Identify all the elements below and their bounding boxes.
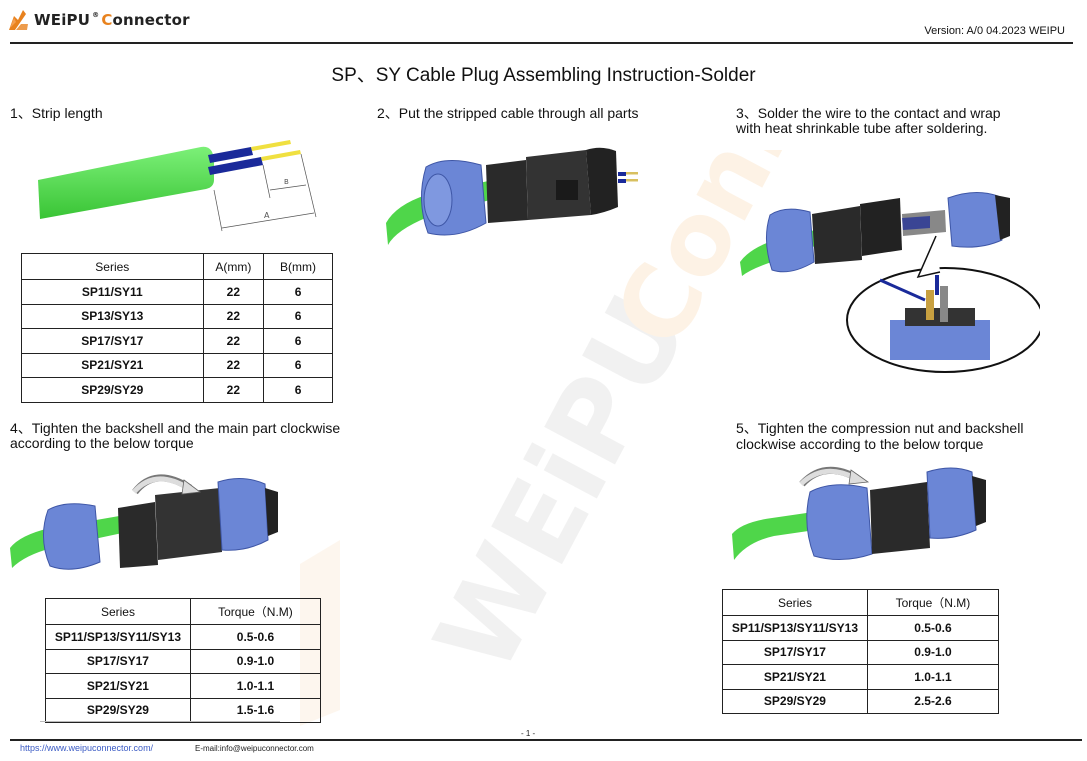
cell-a: 22 (202, 303, 265, 329)
header-series: Series (722, 589, 868, 616)
footer-divider (10, 739, 1082, 741)
email-text: E-mail:info@weipuconnector.com (195, 744, 314, 753)
website-link[interactable]: https://www.weipuconnector.com/ (20, 743, 154, 753)
header-divider (10, 42, 1073, 44)
header-series: Series (45, 598, 191, 625)
cell-torque: 0.9-1.0 (189, 648, 322, 674)
watermark-brand: WEiPU (410, 275, 713, 692)
cell-torque: 2.5-2.6 (866, 688, 1000, 714)
step-4-title-line1: 4、Tighten the backshell and the main par… (10, 420, 341, 436)
cell-b: 6 (263, 377, 333, 403)
page-title: SP、SY Cable Plug Assembling Instruction-… (331, 65, 756, 86)
step-5-title-line1: 5、Tighten the compression nut and backsh… (736, 420, 1024, 436)
logo-product-initial: C (101, 11, 113, 29)
cell-series: SP11/SP13/SY11/SY13 (45, 624, 191, 650)
step-3-title-line2: with heat shrinkable tube after solderin… (736, 120, 988, 136)
cable-through-parts-illustration (386, 147, 638, 245)
cell-series: SP29/SY29 (21, 377, 204, 403)
cell-series: SP21/SY21 (21, 352, 204, 378)
cell-series: SP11/SP13/SY11/SY13 (722, 615, 868, 641)
cell-torque: 1.0-1.1 (866, 664, 1000, 690)
cell-a: 22 (202, 377, 265, 403)
cell-torque: 0.5-0.6 (866, 615, 1000, 641)
table-header-row: Series Torque（N.M) (45, 598, 322, 625)
cell-series: SP13/SY13 (21, 303, 204, 329)
cell-series: SP11/SY11 (21, 279, 204, 305)
logo-registered: ® (92, 11, 100, 19)
header-torque: Torque（N.M) (866, 589, 1000, 616)
dimension-a-label: A (264, 211, 270, 220)
tighten-backshell-illustration (10, 474, 278, 570)
header-b: B(mm) (263, 253, 333, 280)
header-torque: Torque（N.M) (189, 598, 322, 625)
cell-torque: 0.9-1.0 (866, 639, 1000, 665)
cell-a: 22 (202, 279, 265, 305)
stripped-cable-illustration: B A (38, 140, 317, 232)
solder-contact-illustration (740, 192, 1040, 373)
cell-torque: 1.5-1.6 (189, 697, 322, 723)
weipu-logo-icon (9, 10, 28, 30)
header-a: A(mm) (202, 253, 265, 280)
step-2-title: 2、Put the stripped cable through all par… (377, 105, 639, 121)
footer-gray-rule (40, 721, 280, 722)
cell-series: SP17/SY17 (722, 639, 868, 665)
step-4-title-line2: according to the below torque (10, 435, 194, 451)
cell-series: SP17/SY17 (45, 648, 191, 674)
cell-series: SP29/SY29 (722, 688, 868, 714)
version-label: Version: A/0 04.2023 WEIPU (924, 25, 1065, 37)
tighten-nut-illustration (732, 466, 986, 560)
logo-product: onnector (112, 11, 190, 29)
step-5-title-line2: clockwise according to the below torque (736, 436, 984, 452)
logo-brand: WEiPU (34, 11, 91, 29)
step-1-title: 1、Strip length (10, 105, 103, 121)
cell-a: 22 (202, 328, 265, 354)
header-series: Series (21, 253, 204, 280)
cell-series: SP21/SY21 (722, 664, 868, 690)
cell-torque: 1.0-1.1 (189, 673, 322, 699)
cell-b: 6 (263, 279, 333, 305)
cell-b: 6 (263, 303, 333, 329)
cell-a: 22 (202, 352, 265, 378)
cell-series: SP21/SY21 (45, 673, 191, 699)
table-header-row: Series Torque（N.M) (722, 589, 1000, 616)
page-number: - 1 - (521, 729, 536, 738)
step-3-title-line1: 3、Solder the wire to the contact and wra… (736, 105, 1001, 121)
table-header-row: Series A(mm) B(mm) (21, 253, 333, 280)
cell-b: 6 (263, 328, 333, 354)
cell-series: SP29/SY29 (45, 697, 191, 723)
cell-torque: 0.5-0.6 (189, 624, 322, 650)
dimension-b-label: B (284, 178, 289, 186)
cell-b: 6 (263, 352, 333, 378)
cell-series: SP17/SY17 (21, 328, 204, 354)
